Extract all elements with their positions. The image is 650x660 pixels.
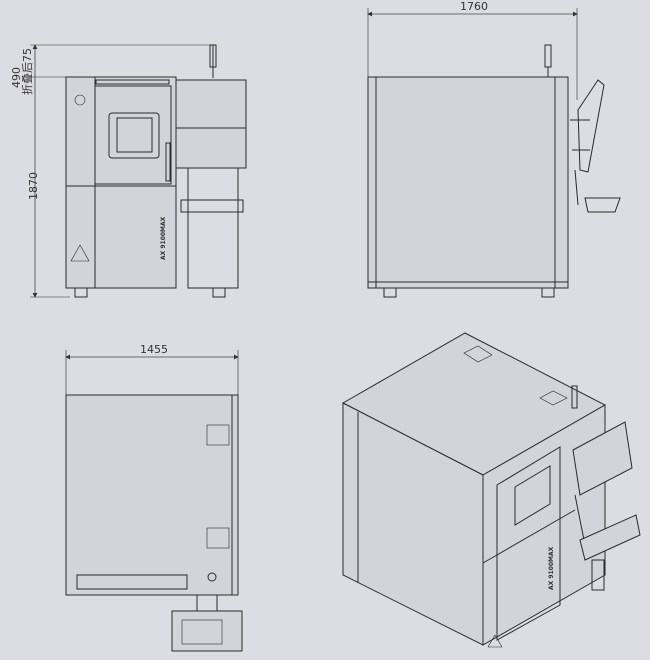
dim-folded-note: 折叠后75 [20, 48, 34, 95]
warning-triangle-icon-iso [487, 634, 503, 648]
dim-1870: 1870 [27, 172, 40, 200]
dim-490: 490 [10, 67, 23, 88]
front-view: 490 折叠后75 1870 AX 9100MAX [10, 44, 247, 298]
machine-label-iso: AX 9100MAX [548, 546, 555, 590]
height-dimension: 490 折叠后75 1870 [10, 44, 215, 298]
logo-icon [74, 94, 86, 106]
dim-1760: 1760 [460, 0, 488, 13]
top-view: 1455 [65, 343, 243, 652]
warning-triangle-icon [70, 244, 90, 262]
depth-dimension: 1760 [367, 0, 578, 100]
width-dimension: 1455 [65, 343, 239, 395]
isometric-view: AX 9100MAX [341, 332, 641, 648]
machine-label-front: AX 9100MAX [160, 216, 167, 260]
side-view: 1760 [367, 0, 621, 298]
dim-1455: 1455 [140, 343, 168, 356]
